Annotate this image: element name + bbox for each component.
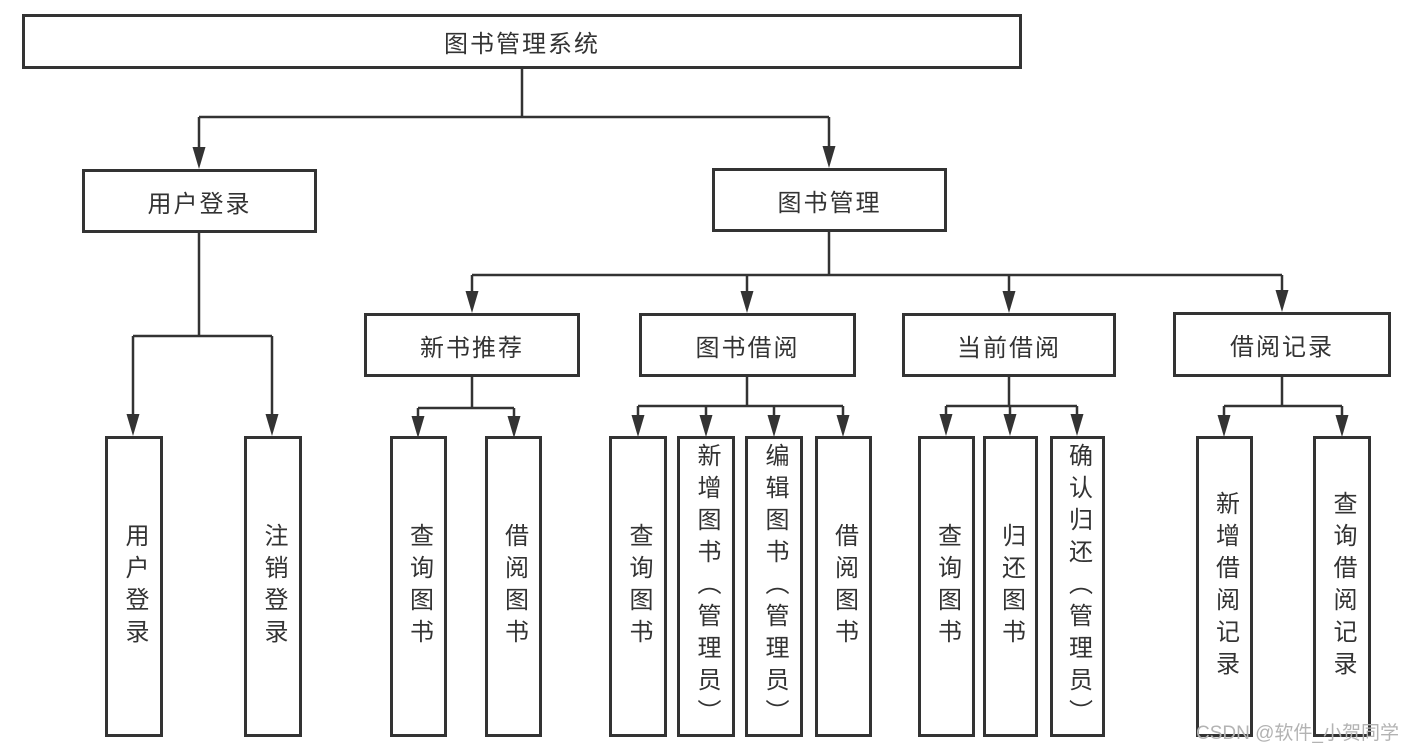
leaf-label: 查询图书 xyxy=(933,522,961,651)
node-label: 新书推荐 xyxy=(420,334,524,362)
leaf-label: 查询借阅记录 xyxy=(1329,490,1356,683)
node-user-login: 用户登录 xyxy=(82,169,317,233)
leaf-add-borrow-record: 新增借阅记录 xyxy=(1196,436,1253,737)
node-label: 图书管理 xyxy=(777,189,882,217)
leaf-query-books: 查询图书 xyxy=(609,436,667,737)
leaf-label: 用户登录 xyxy=(121,522,148,651)
leaf-edit-books-admin: 编辑图书（管理员） xyxy=(745,436,803,737)
leaf-label: 编辑图书（管理员） xyxy=(761,442,788,731)
leaf-user-login: 用户登录 xyxy=(105,436,163,737)
node-root-library-system: 图书管理系统 xyxy=(22,14,1022,69)
leaf-label: 注销登录 xyxy=(260,522,287,651)
leaf-query-books-current: 查询图书 xyxy=(918,436,975,737)
node-label: 借阅记录 xyxy=(1230,334,1334,361)
node-new-book-recommend: 新书推荐 xyxy=(364,313,580,377)
leaf-query-borrow-record: 查询借阅记录 xyxy=(1313,436,1371,737)
leaf-label: 确认归还（管理员） xyxy=(1064,442,1092,731)
leaf-label: 新增借阅记录 xyxy=(1211,490,1239,683)
node-label: 当前借阅 xyxy=(957,334,1061,362)
leaf-borrow-books: 借阅图书 xyxy=(815,436,872,737)
arrowhead-icons xyxy=(126,146,1349,438)
leaf-add-books-admin: 新增图书（管理员） xyxy=(677,436,735,737)
node-label: 图书借阅 xyxy=(695,334,800,362)
leaf-logout: 注销登录 xyxy=(244,436,302,737)
leaf-label: 借阅图书 xyxy=(830,522,858,651)
leaf-label: 查询图书 xyxy=(625,522,652,651)
node-label: 图书管理系统 xyxy=(444,31,600,58)
node-borrowing-records: 借阅记录 xyxy=(1173,312,1391,377)
leaf-confirm-return-admin: 确认归还（管理员） xyxy=(1050,436,1105,737)
leaf-label: 新增图书（管理员） xyxy=(693,442,720,731)
leaf-label: 查询图书 xyxy=(405,522,433,651)
leaf-label: 归还图书 xyxy=(997,522,1025,651)
node-label: 用户登录 xyxy=(147,190,252,218)
leaf-query-books-recommend: 查询图书 xyxy=(390,436,447,737)
leaf-borrow-books-recommend: 借阅图书 xyxy=(485,436,542,737)
node-book-borrowing: 图书借阅 xyxy=(639,313,856,377)
leaf-return-books: 归还图书 xyxy=(983,436,1038,737)
node-current-borrowing: 当前借阅 xyxy=(902,313,1116,377)
leaf-label: 借阅图书 xyxy=(500,522,528,651)
node-book-management: 图书管理 xyxy=(712,168,947,232)
